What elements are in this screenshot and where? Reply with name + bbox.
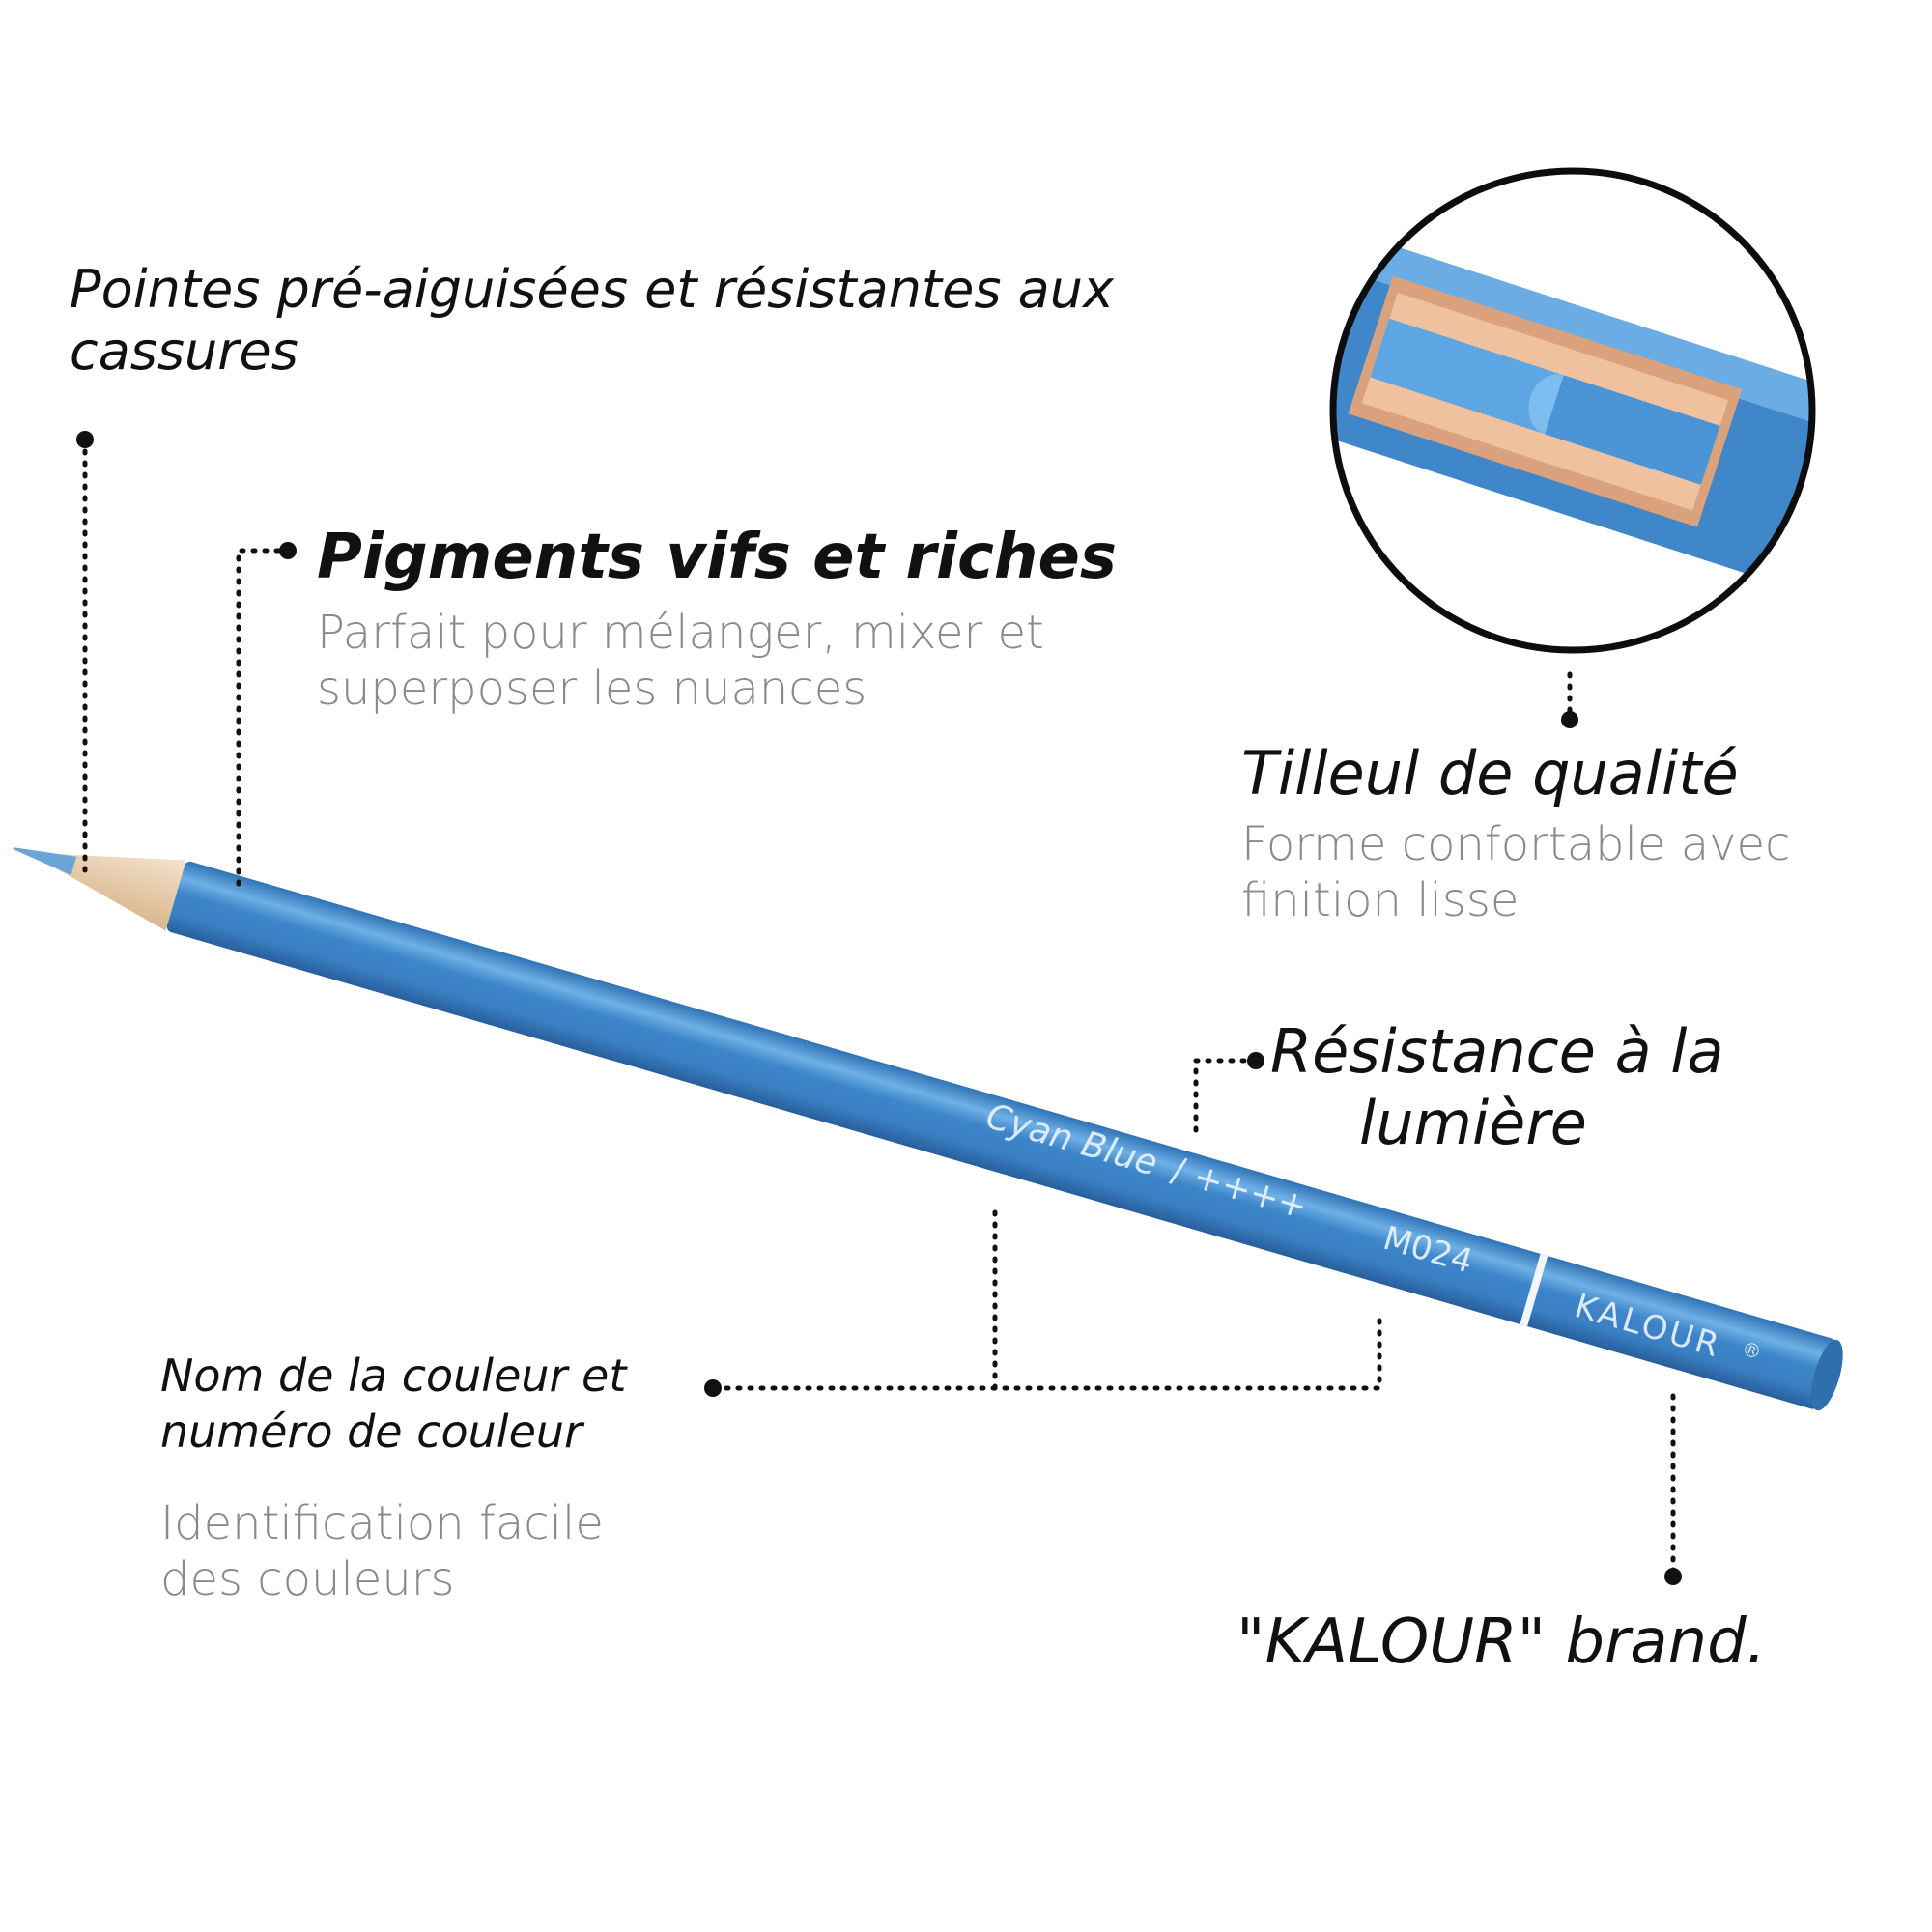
wood-title: Tilleul de qualité bbox=[1241, 738, 1739, 809]
callout-dots bbox=[76, 431, 1682, 1585]
lightfast-title-line2: lumière bbox=[1359, 1088, 1587, 1158]
lightfast-callout: Résistance à la lumière bbox=[1270, 1016, 1724, 1159]
color-name-title-line2: numéro de couleur bbox=[160, 1406, 582, 1458]
brand-title: "KALOUR" brand. bbox=[1236, 1606, 1767, 1678]
pencil-wood-tip bbox=[36, 853, 186, 931]
pigments-subtext: Parfait pour mélanger, mixer et superpos… bbox=[317, 605, 1044, 717]
color-name-sub-line2: des couleurs bbox=[160, 1552, 455, 1606]
tips-title-line2: cassures bbox=[70, 321, 298, 382]
wood-sub-line1: Forme confortable avec bbox=[1241, 817, 1791, 871]
pigments-sub-line2: superposer les nuances bbox=[317, 662, 867, 716]
pigments-title: Pigments vifs et riches bbox=[317, 522, 1117, 593]
pencil-band bbox=[1520, 1253, 1548, 1327]
pencil-barrel bbox=[166, 861, 1836, 1409]
tips-title-line1: Pointes pré-aiguisées et résistantes aux bbox=[70, 259, 1114, 320]
color-name-subtext: Identification facile des couleurs bbox=[160, 1495, 604, 1607]
pigments-sub-line1: Parfait pour mélanger, mixer et bbox=[317, 606, 1044, 660]
wood-subtext: Forme confortable avec finition lisse bbox=[1241, 816, 1790, 928]
color-name-callout: Nom de la couleur et numéro de couleur bbox=[160, 1348, 626, 1460]
tips-callout: Pointes pré-aiguisées et résistantes aux… bbox=[70, 259, 1114, 383]
color-name-sub-line1: Identification facile bbox=[160, 1496, 604, 1550]
color-name-title-line1: Nom de la couleur et bbox=[160, 1350, 627, 1402]
wood-sub-line2: finition lisse bbox=[1241, 873, 1520, 927]
lightfast-title-line1: Résistance à la bbox=[1270, 1016, 1724, 1087]
callout-connectors bbox=[82, 437, 1676, 1577]
pencil-end bbox=[1810, 1339, 1843, 1411]
pencil-lead bbox=[13, 847, 77, 875]
wood-zoom-circle bbox=[1329, 167, 1816, 654]
